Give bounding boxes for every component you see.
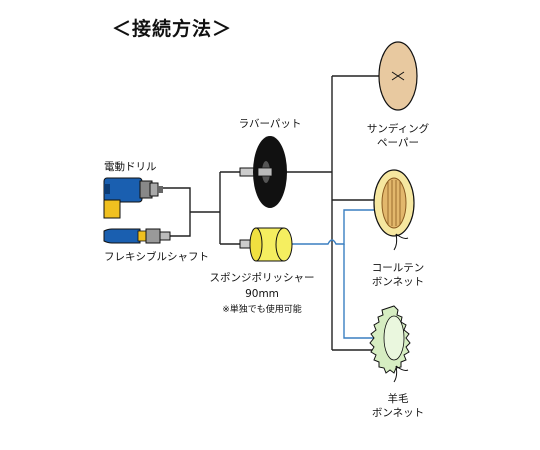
electric-drill-icon [103,177,163,219]
corduroy-bonnet-label-line2: ボンネット [371,276,425,288]
wool-bonnet-label-line1: 羊毛 [387,393,409,405]
sanding-paper-icon [378,41,418,111]
electric-drill-label: 電動ドリル [104,161,157,173]
drill-connector-line [163,187,191,212]
shaft-connector-line [170,212,191,237]
rubber-pad-label: ラバーパット [238,118,302,130]
sponge-polisher-size: 90mm [245,288,279,300]
sanding-paper-label-line1: サンディング [366,123,430,135]
wool-bonnet-icon [369,305,411,383]
connection-lines [163,75,390,351]
sponge-polisher-icon [239,227,293,262]
rubber-pad-icon [239,136,287,208]
sponge-link-lines [292,209,378,339]
sponge-polisher-label: スポンジポリッシャー [209,272,315,284]
corduroy-bonnet-label-line1: コールテン [371,262,425,274]
page-title: ＜接続方法＞ [112,18,233,40]
corduroy-bonnet-icon [373,169,415,251]
wool-bonnet-label-line2: ボンネット [371,407,425,419]
flexible-shaft-label: フレキシブルシャフト [104,251,209,263]
flexible-shaft-icon [103,228,171,244]
sanding-paper-label-line2: ペーパー [377,137,419,149]
sponge-polisher-note: ※単独でも使用可能 [222,305,302,315]
